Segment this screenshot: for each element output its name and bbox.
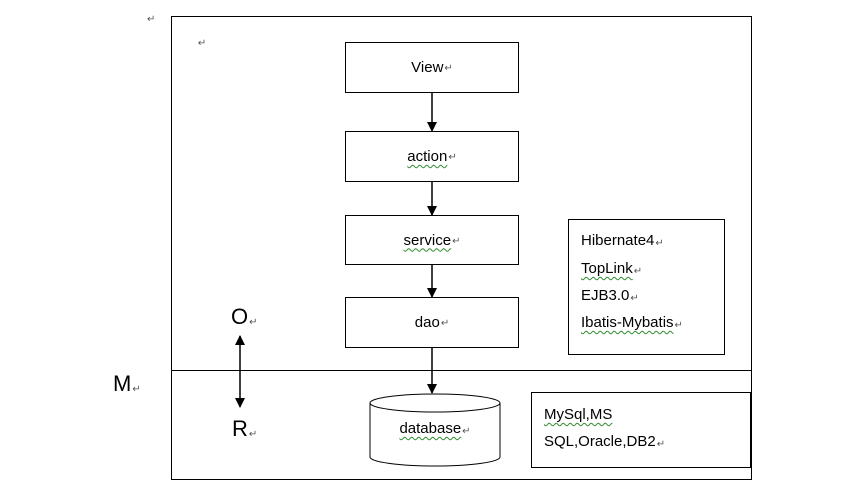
service-layer-label: service <box>403 231 452 249</box>
dao-layer-label: dao <box>414 314 440 331</box>
orm-letter-o: O↵ <box>231 304 258 329</box>
return-mark: ↵ <box>452 235 461 247</box>
view-layer-box: View↵ <box>345 42 519 93</box>
view-layer-label: View <box>411 59 444 76</box>
databases-box: MySql,MS SQL,Oracle,DB2↵ <box>531 392 751 468</box>
orm-tools-box: Hibernate4↵ TopLink↵ EJB3.0↵ Ibatis-Myba… <box>568 219 725 355</box>
database-item: MySql,MS <box>544 406 613 423</box>
database-item: SQL,Oracle,DB2↵ <box>544 433 666 450</box>
application-frame <box>171 16 752 480</box>
return-mark: ↵ <box>448 152 457 163</box>
database-label-wrap: database↵ <box>370 420 500 437</box>
return-mark: ↵ <box>440 318 450 329</box>
database-divider-line <box>171 370 752 371</box>
orm-tool-item: TopLink↵ <box>581 260 643 277</box>
action-layer-box: action↵ <box>345 131 519 182</box>
database-label: database <box>399 420 462 437</box>
return-mark: ↵ <box>462 426 471 437</box>
orm-tool-item: Hibernate4↵ <box>581 232 664 249</box>
orm-letter-r: R↵ <box>232 416 258 441</box>
orm-tool-item: EJB3.0↵ <box>581 287 639 304</box>
orm-letter-m: M↵ <box>113 371 141 396</box>
database-cylinder <box>369 393 501 467</box>
return-mark-inner-top: ↵ <box>197 38 207 49</box>
return-mark-top-left: ↵ <box>147 14 156 25</box>
action-layer-label: action <box>407 148 448 165</box>
orm-tool-item: Ibatis-Mybatis↵ <box>581 314 683 331</box>
return-mark: ↵ <box>444 63 453 74</box>
